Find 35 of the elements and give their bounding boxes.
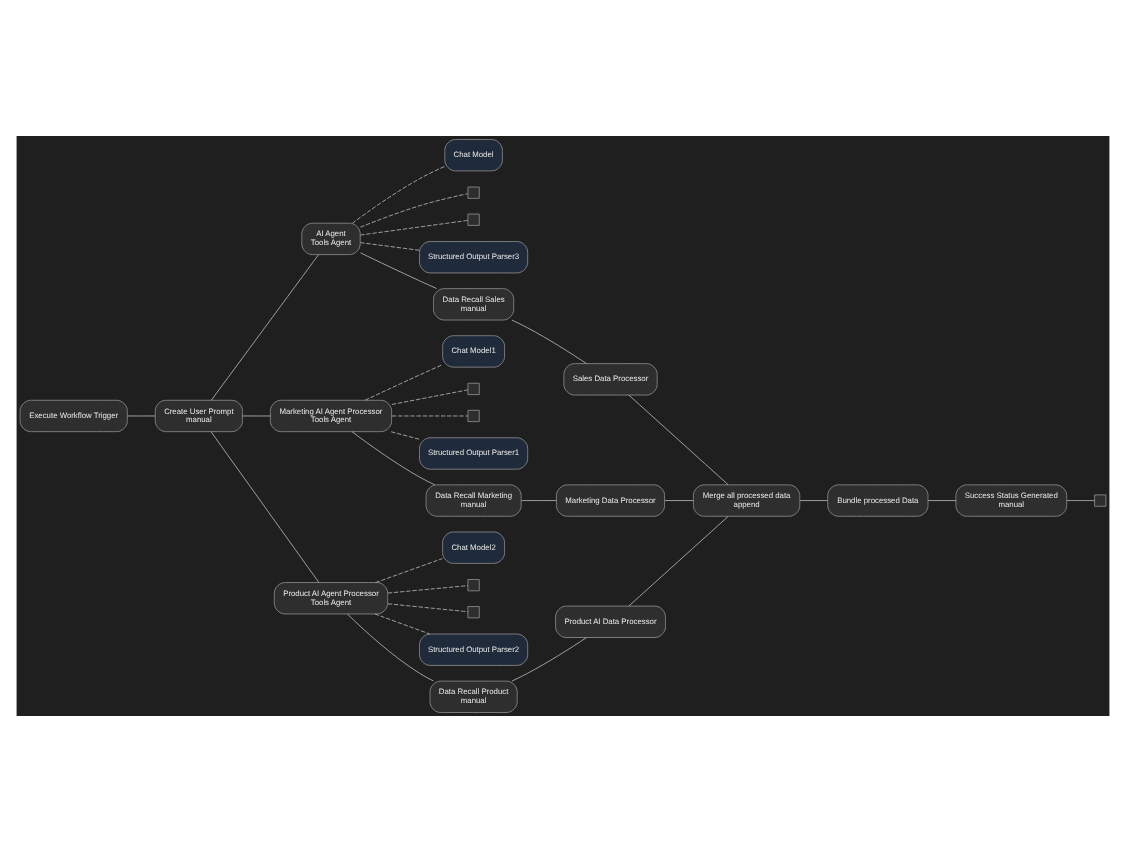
connector xyxy=(520,500,557,501)
connector xyxy=(374,613,431,635)
connector xyxy=(359,193,469,228)
connector xyxy=(359,219,469,236)
connector xyxy=(1066,500,1096,501)
connector xyxy=(511,637,587,682)
node-box xyxy=(467,606,480,619)
connector xyxy=(210,254,319,401)
connector xyxy=(352,166,446,224)
node-box xyxy=(467,382,480,396)
node-box xyxy=(467,213,480,226)
connector xyxy=(242,415,271,417)
connector xyxy=(799,500,829,501)
connector xyxy=(127,415,156,417)
node-box xyxy=(467,409,480,423)
connector xyxy=(927,500,957,501)
connector xyxy=(210,431,320,583)
connector xyxy=(347,613,434,682)
connector xyxy=(359,242,420,251)
connector xyxy=(360,252,438,289)
node-box xyxy=(1094,494,1107,507)
node-box xyxy=(467,186,480,199)
connector xyxy=(375,558,443,583)
connector xyxy=(628,394,729,486)
connector xyxy=(387,603,469,613)
connector xyxy=(351,431,436,486)
connector xyxy=(391,415,469,417)
connector xyxy=(511,319,587,364)
connector xyxy=(391,389,469,405)
connector xyxy=(364,364,443,401)
connector xyxy=(390,431,420,440)
connector xyxy=(628,516,729,607)
connector xyxy=(387,585,469,594)
node-box xyxy=(467,579,480,592)
connector xyxy=(664,500,694,501)
